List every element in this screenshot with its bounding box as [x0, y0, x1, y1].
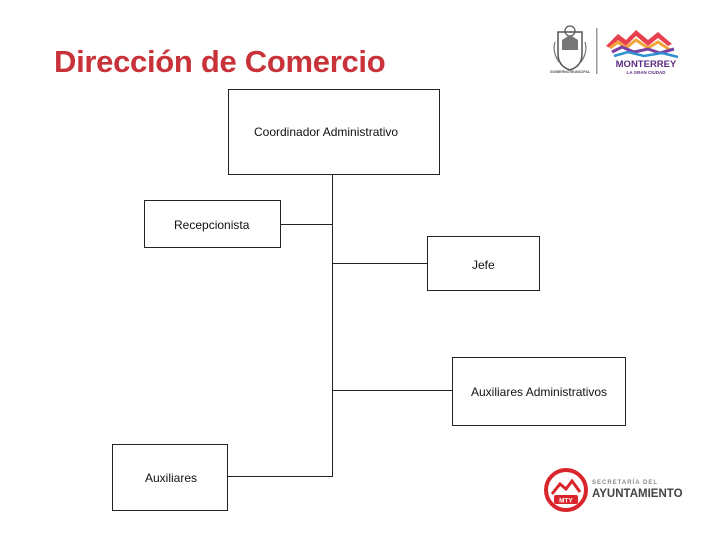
municipal-seal-icon: GOBIERNO MUNICIPAL — [550, 25, 591, 74]
monterrey-mountains-icon — [606, 30, 679, 59]
node-coordinador: Coordinador Administrativo — [228, 89, 440, 175]
node-auxiliares-administrativos-label: Auxiliares Administrativos — [471, 385, 608, 399]
connector-auxiliares — [228, 476, 333, 477]
page-title: Dirección de Comercio — [54, 44, 386, 79]
connector-jefe — [332, 263, 428, 264]
monterrey-wordmark: MONTERREY — [616, 59, 677, 70]
monterrey-tagline: LA GRAN CIUDAD — [626, 70, 666, 75]
ayuntamiento-badge-text: MTY — [559, 498, 573, 505]
node-auxiliares-administrativos: Auxiliares Administrativos — [452, 357, 626, 426]
monterrey-logo: GOBIERNO MUNICIPAL MONTERREY LA GRAN CIU… — [550, 25, 679, 75]
connector-auxiliares-admin — [332, 390, 453, 391]
ayuntamiento-logo: MTY SECRETARÍA DEL AYUNTAMIENTO — [544, 468, 683, 512]
ayuntamiento-badge-icon: MTY — [544, 468, 588, 512]
node-recepcionista-label: Recepcionista — [174, 218, 250, 232]
connector-recepcionista — [280, 224, 333, 225]
seal-caption: GOBIERNO MUNICIPAL — [550, 70, 591, 74]
connector-trunk — [332, 174, 333, 476]
node-coordinador-label: Coordinador Administrativo — [254, 125, 399, 139]
node-auxiliares-label: Auxiliares — [145, 471, 198, 485]
ayuntamiento-line2: AYUNTAMIENTO — [592, 488, 683, 500]
ayuntamiento-line1: SECRETARÍA DEL — [592, 478, 658, 486]
node-recepcionista: Recepcionista — [144, 200, 281, 248]
node-auxiliares: Auxiliares — [112, 444, 228, 511]
node-jefe: Jefe — [427, 236, 540, 291]
node-jefe-label: Jefe — [472, 258, 495, 272]
